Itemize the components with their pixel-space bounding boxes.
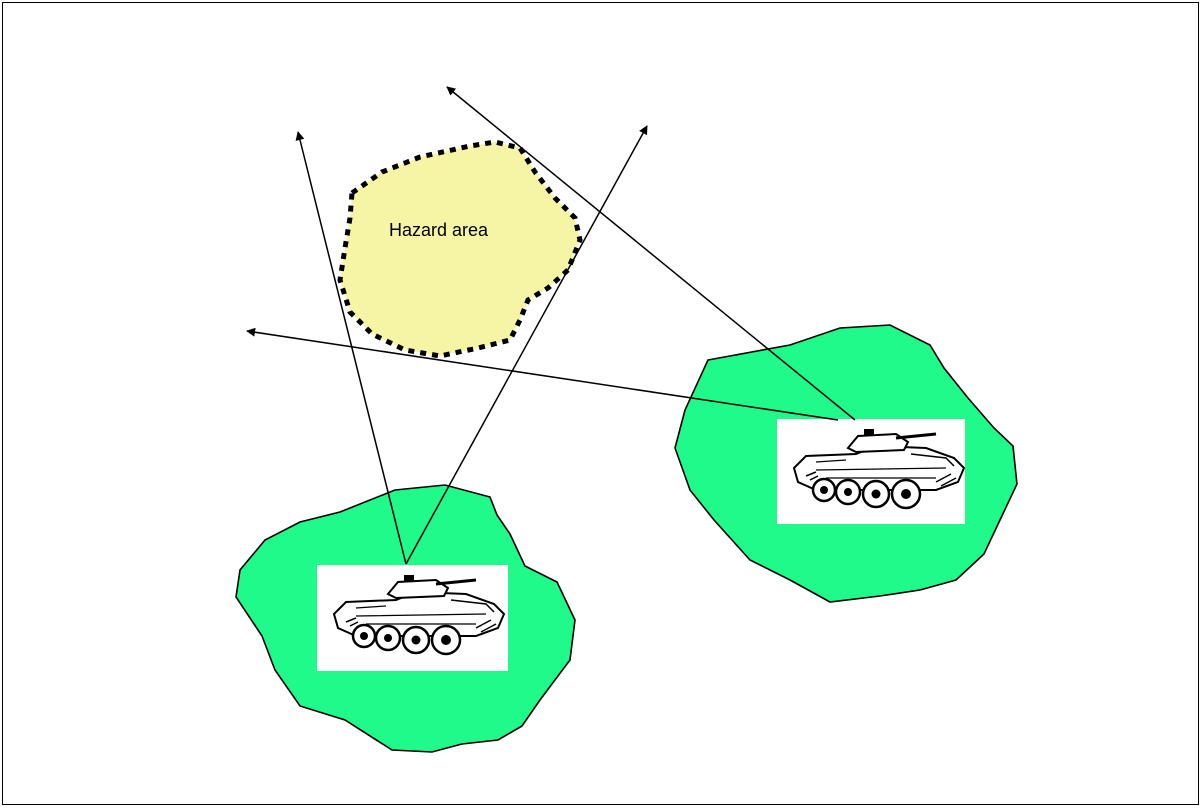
sensor-line: [405, 125, 648, 565]
hazard-label: Hazard area: [389, 220, 489, 240]
sensor-line: [446, 86, 856, 421]
sensor-line: [295, 131, 407, 565]
hazard-area: [337, 139, 583, 359]
sensor-line: [246, 327, 839, 421]
